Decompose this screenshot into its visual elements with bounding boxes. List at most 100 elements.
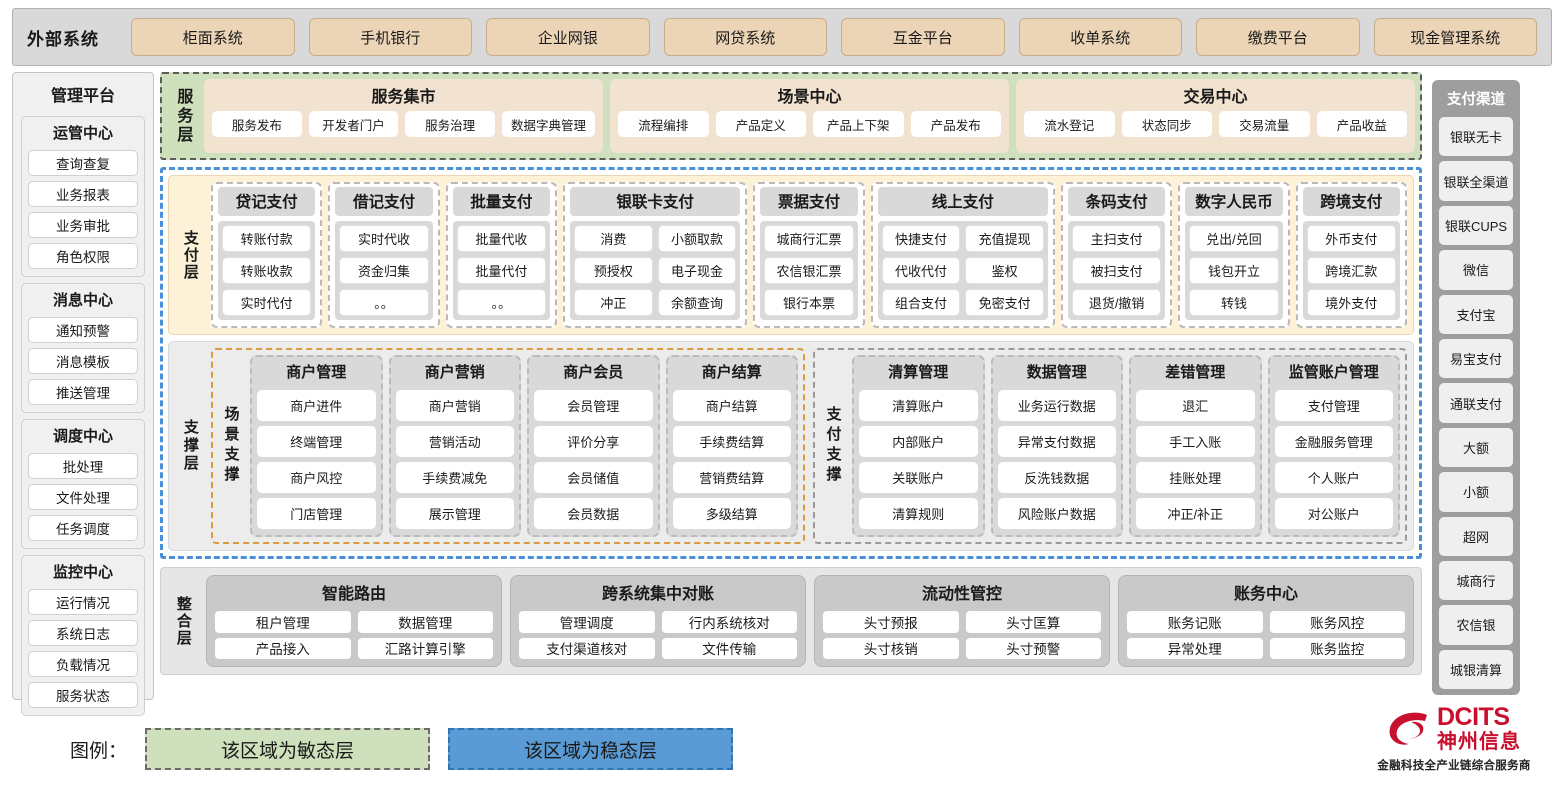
payment-channel-item[interactable]: 银联无卡 <box>1439 117 1513 157</box>
payment-item[interactable]: 。。 <box>339 289 429 316</box>
payment-channel-item[interactable]: 超网 <box>1439 516 1513 556</box>
support-item[interactable]: 业务运行数据 <box>997 390 1116 421</box>
support-item[interactable]: 门店管理 <box>257 498 376 529</box>
management-item[interactable]: 通知预警 <box>28 317 138 343</box>
service-item[interactable]: 产品收益 <box>1316 111 1407 137</box>
service-item[interactable]: 服务治理 <box>405 111 495 137</box>
payment-item[interactable]: 批量代收 <box>456 225 546 252</box>
payment-item[interactable]: 境外支付 <box>1306 289 1396 316</box>
management-item[interactable]: 负载情况 <box>28 651 138 677</box>
support-item[interactable]: 营销费结算 <box>672 462 791 493</box>
external-system-chip[interactable]: 柜面系统 <box>131 18 295 56</box>
support-item[interactable]: 退汇 <box>1136 390 1255 421</box>
management-item[interactable]: 批处理 <box>28 453 138 479</box>
payment-item[interactable]: 被扫支付 <box>1071 257 1162 284</box>
support-item[interactable]: 内部账户 <box>859 426 978 457</box>
payment-item[interactable]: 快捷支付 <box>881 225 961 252</box>
support-item[interactable]: 商户进件 <box>257 390 376 421</box>
payment-item[interactable]: 余额查询 <box>657 289 737 316</box>
payment-channel-item[interactable]: 银联CUPS <box>1439 205 1513 246</box>
integration-item[interactable]: 产品接入 <box>215 637 351 659</box>
support-item[interactable]: 风险账户数据 <box>997 498 1116 529</box>
support-item[interactable]: 对公账户 <box>1274 498 1393 529</box>
payment-item[interactable]: 钱包开立 <box>1189 257 1279 284</box>
integration-item[interactable]: 账务监控 <box>1269 637 1405 659</box>
management-item[interactable]: 服务状态 <box>28 682 138 708</box>
support-item[interactable]: 支付管理 <box>1274 390 1393 421</box>
management-item[interactable]: 文件处理 <box>28 484 138 510</box>
support-item[interactable]: 营销活动 <box>395 426 514 457</box>
external-system-chip[interactable]: 企业网银 <box>486 18 650 56</box>
payment-item[interactable]: 主扫支付 <box>1071 225 1162 252</box>
management-item[interactable]: 查询查复 <box>28 150 138 176</box>
management-item[interactable]: 系统日志 <box>28 620 138 646</box>
payment-channel-item[interactable]: 小额 <box>1439 472 1513 512</box>
payment-channel-item[interactable]: 通联支付 <box>1439 383 1513 423</box>
payment-item[interactable]: 转钱 <box>1189 289 1279 316</box>
support-item[interactable]: 展示管理 <box>395 498 514 529</box>
support-item[interactable]: 商户风控 <box>257 462 376 493</box>
integration-item[interactable]: 数据管理 <box>357 611 493 633</box>
payment-item[interactable]: 退货/撤销 <box>1071 289 1162 316</box>
external-system-chip[interactable]: 现金管理系统 <box>1373 18 1537 56</box>
payment-channel-item[interactable]: 易宝支付 <box>1439 338 1513 379</box>
payment-item[interactable]: 。。 <box>456 289 546 316</box>
payment-item[interactable]: 实时代收 <box>339 225 429 252</box>
service-item[interactable]: 状态同步 <box>1121 111 1212 137</box>
payment-item[interactable]: 小额取款 <box>657 225 737 252</box>
service-item[interactable]: 流程编排 <box>618 111 709 137</box>
service-item[interactable]: 交易流量 <box>1219 111 1310 137</box>
external-system-chip[interactable]: 互金平台 <box>841 18 1005 56</box>
integration-item[interactable]: 支付渠道核对 <box>519 637 655 659</box>
support-item[interactable]: 评价分享 <box>534 426 653 457</box>
payment-channel-item[interactable]: 大额 <box>1439 427 1513 468</box>
support-item[interactable]: 个人账户 <box>1274 462 1393 493</box>
payment-item[interactable]: 代收代付 <box>881 257 961 284</box>
integration-item[interactable]: 头寸预警 <box>965 637 1101 659</box>
integration-item[interactable]: 文件传输 <box>661 637 797 659</box>
service-item[interactable]: 产品发布 <box>910 111 1001 137</box>
support-item[interactable]: 异常支付数据 <box>997 426 1116 457</box>
support-item[interactable]: 会员储值 <box>534 462 653 493</box>
payment-item[interactable]: 免密支付 <box>965 289 1044 316</box>
service-item[interactable]: 产品定义 <box>715 111 806 137</box>
external-system-chip[interactable]: 网贷系统 <box>663 18 827 56</box>
payment-item[interactable]: 银行本票 <box>764 289 854 316</box>
payment-item[interactable]: 城商行汇票 <box>764 225 854 252</box>
payment-item[interactable]: 转账收款 <box>222 257 312 284</box>
integration-item[interactable]: 异常处理 <box>1127 637 1263 659</box>
payment-item[interactable]: 资金归集 <box>339 257 429 284</box>
payment-channel-item[interactable]: 城银清算 <box>1439 649 1513 690</box>
support-item[interactable]: 多级结算 <box>672 498 791 529</box>
payment-channel-item[interactable]: 城商行 <box>1439 560 1513 601</box>
integration-item[interactable]: 头寸匡算 <box>965 611 1101 633</box>
external-system-chip[interactable]: 手机银行 <box>308 18 472 56</box>
payment-item[interactable]: 批量代付 <box>456 257 546 284</box>
support-item[interactable]: 会员数据 <box>534 498 653 529</box>
integration-item[interactable]: 汇路计算引擎 <box>357 637 493 659</box>
payment-item[interactable]: 冲正 <box>573 289 653 316</box>
support-item[interactable]: 商户结算 <box>672 390 791 421</box>
management-item[interactable]: 消息模板 <box>28 348 138 374</box>
integration-item[interactable]: 头寸核销 <box>823 637 959 659</box>
external-system-chip[interactable]: 缴费平台 <box>1196 18 1360 56</box>
management-item[interactable]: 业务审批 <box>28 212 138 238</box>
integration-item[interactable]: 管理调度 <box>519 611 655 633</box>
payment-channel-item[interactable]: 银联全渠道 <box>1439 161 1513 201</box>
management-item[interactable]: 角色权限 <box>28 243 138 269</box>
integration-item[interactable]: 头寸预报 <box>823 611 959 633</box>
service-item[interactable]: 开发者门户 <box>308 111 399 137</box>
service-item[interactable]: 服务发布 <box>212 111 302 137</box>
integration-item[interactable]: 账务记账 <box>1127 611 1263 633</box>
service-item[interactable]: 数据字典管理 <box>501 111 595 137</box>
support-item[interactable]: 反洗钱数据 <box>997 462 1116 493</box>
management-item[interactable]: 运行情况 <box>28 589 138 615</box>
support-item[interactable]: 会员管理 <box>534 390 653 421</box>
management-item[interactable]: 任务调度 <box>28 515 138 541</box>
service-item[interactable]: 产品上下架 <box>813 111 904 137</box>
payment-item[interactable]: 消费 <box>573 225 653 252</box>
payment-item[interactable]: 兑出/兑回 <box>1189 225 1279 252</box>
payment-item[interactable]: 电子现金 <box>657 257 737 284</box>
support-item[interactable]: 手工入账 <box>1136 426 1255 457</box>
payment-item[interactable]: 实时代付 <box>222 289 312 316</box>
